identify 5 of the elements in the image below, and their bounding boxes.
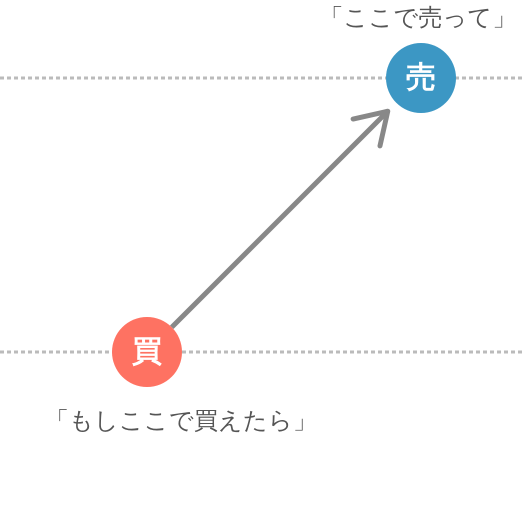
caption-text: 「もしここで買えたら」 [45,406,317,436]
kanji-circle: 買 [112,317,182,387]
arrow [170,108,390,330]
kanji-circle: 売 [386,43,456,113]
caption-text: 「ここで売って」 [320,4,516,32]
